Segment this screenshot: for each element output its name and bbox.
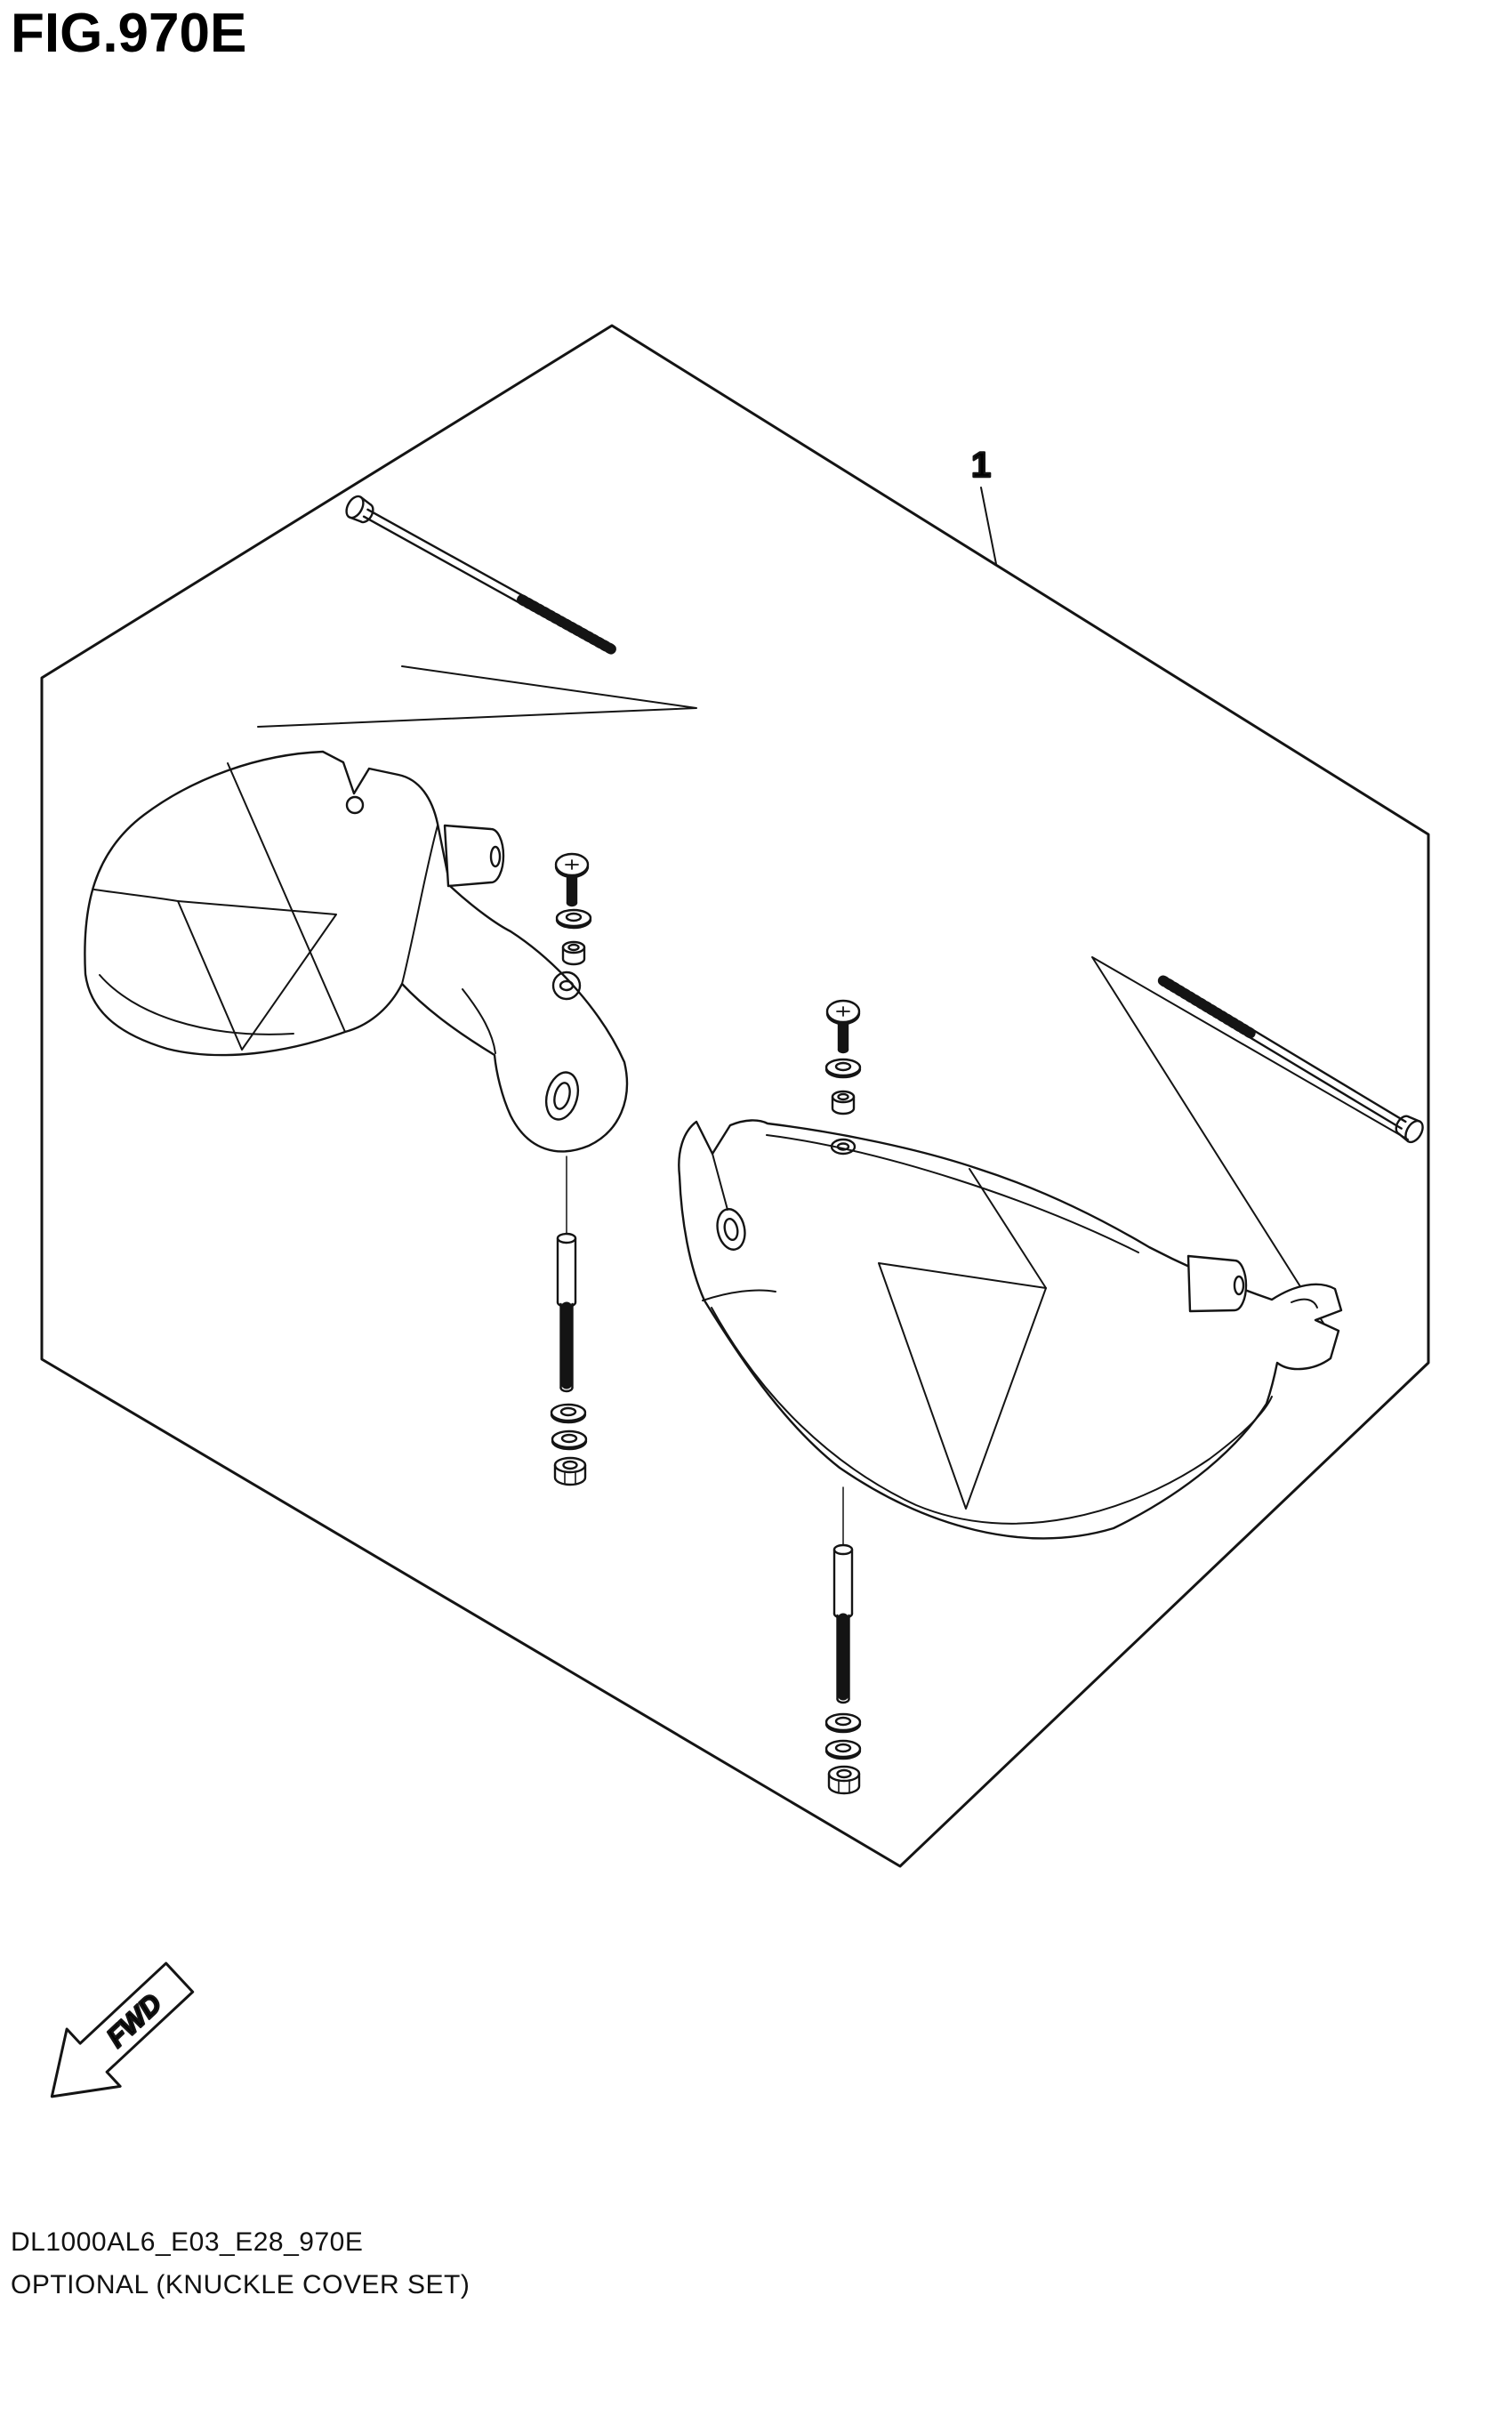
figure-border-frame [40,324,1430,1868]
bar-end-knob-right [1186,1254,1248,1313]
part-number-label: 1 [971,446,991,485]
fastener-stack-center-lower [824,1486,862,1795]
bar-end-knob-left [443,824,505,888]
insertion-line-right [1091,956,1409,1342]
bracket-boss-hole-left [551,970,582,1001]
part-callout-1: 1 [970,445,997,565]
figure-title: FIG.970E [11,3,247,64]
insertion-line-left [257,665,697,728]
bracket-slot-left [544,1071,580,1121]
clamp-slot-right [716,1208,746,1251]
footer-figure-name: OPTIONAL (KNUCKLE COVER SET) [11,2270,470,2299]
long-bolt-left [343,494,621,662]
fwd-arrow-icon [50,1961,195,2098]
callout-leader-line [980,487,997,565]
clamp-hole-right [830,1138,857,1156]
fastener-stack-left-lower [550,1156,588,1486]
knuckle-cover-right [678,1119,1343,1540]
knuckle-cover-left [84,750,629,1153]
fastener-stack-left-upper [556,854,591,966]
fastener-stack-center-upper [826,1001,860,1115]
footer-part-code: DL1000AL6_E03_E28_970E [11,2227,364,2257]
fwd-arrow: FWD [50,1961,195,2098]
clamp-hole-left [345,795,365,815]
